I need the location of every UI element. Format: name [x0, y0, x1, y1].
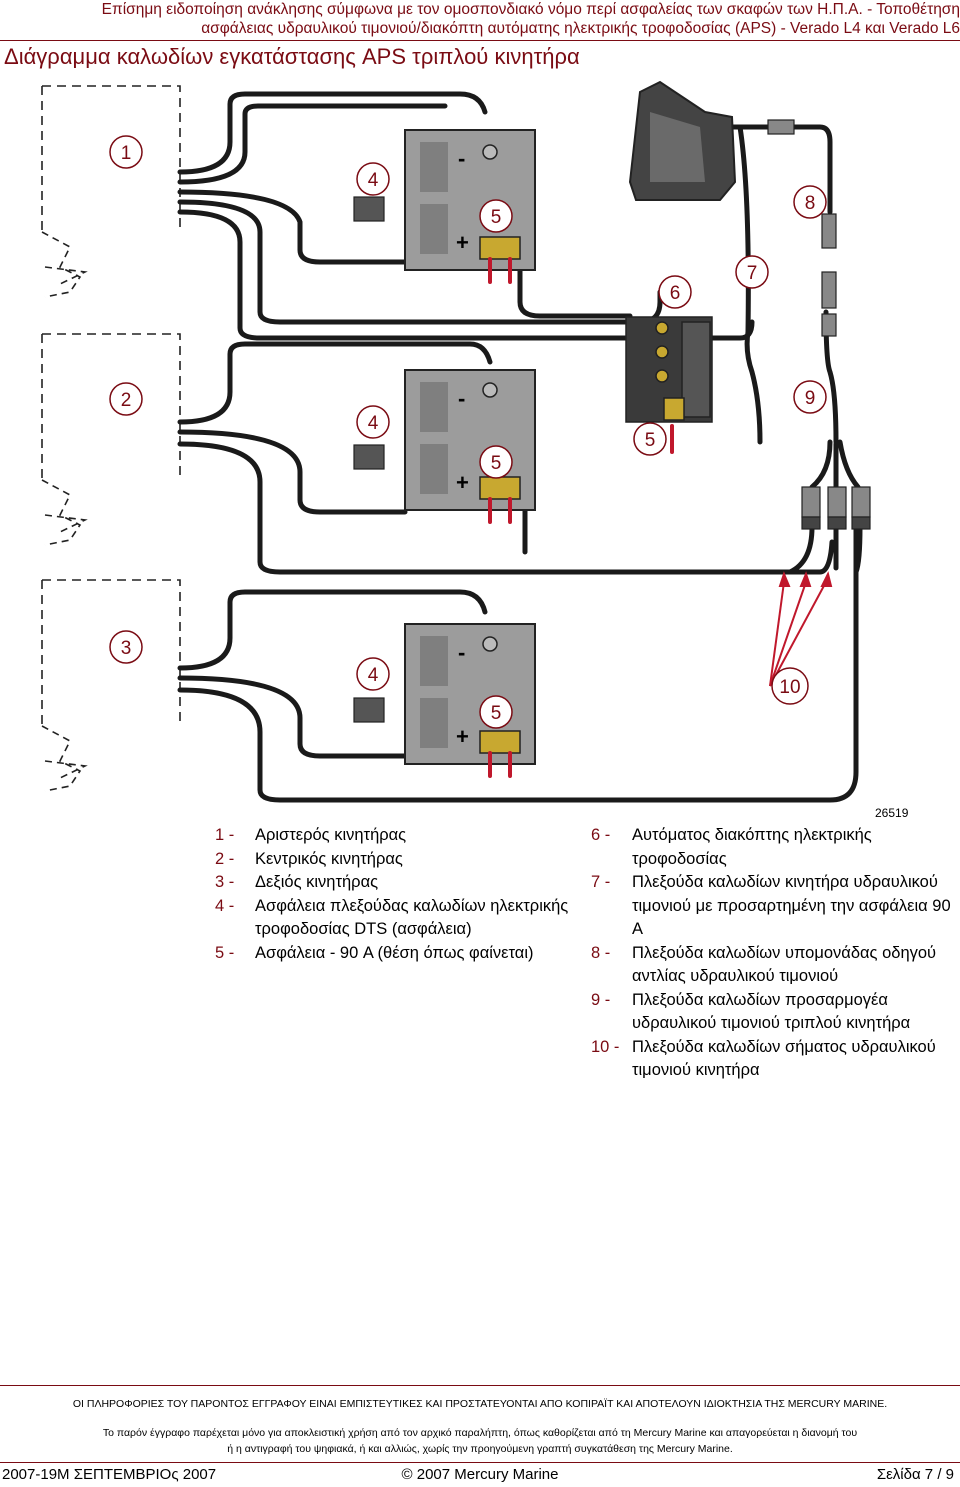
auto-power-switch — [625, 316, 713, 423]
document-id: 2007-19M ΣΕΠΤΕΜΒΡΙΟς 2007 — [2, 1466, 217, 1483]
callout-5d — [633, 422, 667, 456]
wiring-diagram: - + - + - + — [41, 80, 871, 803]
callout-5c — [479, 695, 513, 729]
svg-text:5: 5 — [491, 453, 502, 474]
callout-10-arrows — [769, 571, 833, 687]
callout-7 — [735, 255, 769, 289]
engine-outlines — [41, 85, 181, 726]
confidentiality-notice: ΟΙ ΠΛΗΡΟΦΟΡΙΕΣ ΤΟΥ ΠΑΡΟΝΤΟΣ ΕΓΓΡΑΦΟΥ ΕΙΝ… — [72, 1398, 888, 1410]
callout-10 — [771, 667, 809, 705]
callout-5b — [479, 445, 513, 479]
legend-item: 6 -Αυτόματος διακόπτης ηλεκτρικής τροφοδ… — [591, 826, 872, 868]
svg-text:7: 7 — [747, 263, 758, 284]
svg-text:4: 4 — [368, 413, 379, 434]
legend-item: 8 -Πλεξούδα καλωδίων υπομονάδας οδηγού α… — [591, 943, 937, 986]
svg-text:+: + — [456, 230, 469, 255]
legend-item: 1 -Αριστερός κινητήρας — [215, 826, 407, 844]
callout-4c — [356, 657, 390, 691]
svg-text:6: 6 — [670, 283, 681, 304]
svg-text:3: 3 — [121, 638, 132, 659]
legend-item: 3 -Δεξιός κινητήρας — [215, 873, 379, 891]
hydraulic-pump — [628, 80, 737, 201]
engine-harness-wires — [177, 91, 863, 803]
header-line-1: Επίσημη ειδοποίηση ανάκλησης σύμφωνα με … — [101, 1, 960, 18]
callout-6 — [658, 275, 692, 309]
page-title: Διάγραμμα καλωδίων εγκατάστασης APS τριπ… — [4, 44, 580, 69]
svg-text:9: 9 — [805, 388, 816, 409]
callout-4a — [356, 162, 390, 196]
svg-text:5: 5 — [491, 703, 502, 724]
svg-text:5: 5 — [491, 207, 502, 228]
legend-item: 2 -Κεντρικός κινητήρας — [215, 849, 403, 868]
dts-fuse-holders — [353, 196, 385, 723]
title-divider — [0, 40, 960, 41]
callout-3 — [109, 630, 143, 664]
batteries — [404, 129, 536, 765]
callout-9 — [793, 380, 827, 414]
svg-text:2: 2 — [121, 390, 132, 411]
svg-text:10: 10 — [779, 677, 800, 698]
svg-text:-: - — [458, 386, 465, 411]
disclaimer-line-2: ή η αντιγραφή του ψηφιακά, ή και αλλιώς,… — [227, 1443, 733, 1455]
callout-5a — [479, 199, 513, 233]
svg-text:5: 5 — [645, 430, 656, 451]
callout-labels: 1 2 3 4 4 4 5 5 5 5 6 7 8 9 10 — [121, 143, 816, 724]
page-number: Σελίδα 7 / 9 — [876, 1466, 954, 1483]
legend-item: 5 -Ασφάλεια - 90 A (θέση όπως φαίνεται) — [215, 943, 534, 962]
legend-left: 1 -Αριστερός κινητήρας 2 -Κεντρικός κινη… — [215, 824, 575, 965]
legend-item: 10 -Πλεξούδα καλωδίων σήματος υδραυλικού… — [591, 1037, 936, 1080]
disclaimer: Το παρόν έγγραφο παρέχεται μόνο για αποκ… — [0, 1425, 960, 1457]
svg-text:-: - — [458, 146, 465, 171]
legend-item: 7 -Πλεξούδα καλωδίων κινητήρα υδραυλικού… — [591, 873, 951, 938]
header-line-2: ασφάλειας υδραυλικού τιμονιού/διακόπτη α… — [201, 20, 960, 37]
svg-text:-: - — [458, 640, 465, 665]
svg-text:8: 8 — [805, 193, 816, 214]
legend-item: 4 -Ασφάλεια πλεξούδας καλωδίων ηλεκτρική… — [215, 896, 569, 939]
legend-right: 6 -Αυτόματος διακόπτης ηλεκτρικής τροφοδ… — [591, 824, 959, 1083]
harness-connectors — [767, 119, 871, 530]
svg-text:1: 1 — [121, 143, 132, 164]
svg-text:+: + — [456, 724, 469, 749]
disclaimer-line-1: Το παρόν έγγραφο παρέχεται μόνο για αποκ… — [102, 1427, 858, 1439]
callouts — [109, 135, 827, 729]
svg-text:4: 4 — [368, 170, 379, 191]
footer-divider — [0, 1385, 960, 1386]
svg-text:+: + — [456, 470, 469, 495]
callout-4b — [356, 405, 390, 439]
callout-2 — [109, 382, 143, 416]
terminal-symbols: - + - + - + — [456, 146, 469, 749]
figure-number: 26519 — [875, 806, 909, 820]
callout-1 — [109, 135, 143, 169]
svg-text:4: 4 — [368, 665, 379, 686]
legend-item: 9 -Πλεξούδα καλωδίων προσαρμογέα υδραυλι… — [591, 990, 911, 1033]
battery-terminals — [479, 144, 521, 754]
copyright: © 2007 Mercury Marine — [401, 1466, 559, 1483]
bottom-divider — [0, 1462, 960, 1463]
engine-drive-outlines — [41, 231, 88, 792]
callout-8 — [793, 185, 827, 219]
